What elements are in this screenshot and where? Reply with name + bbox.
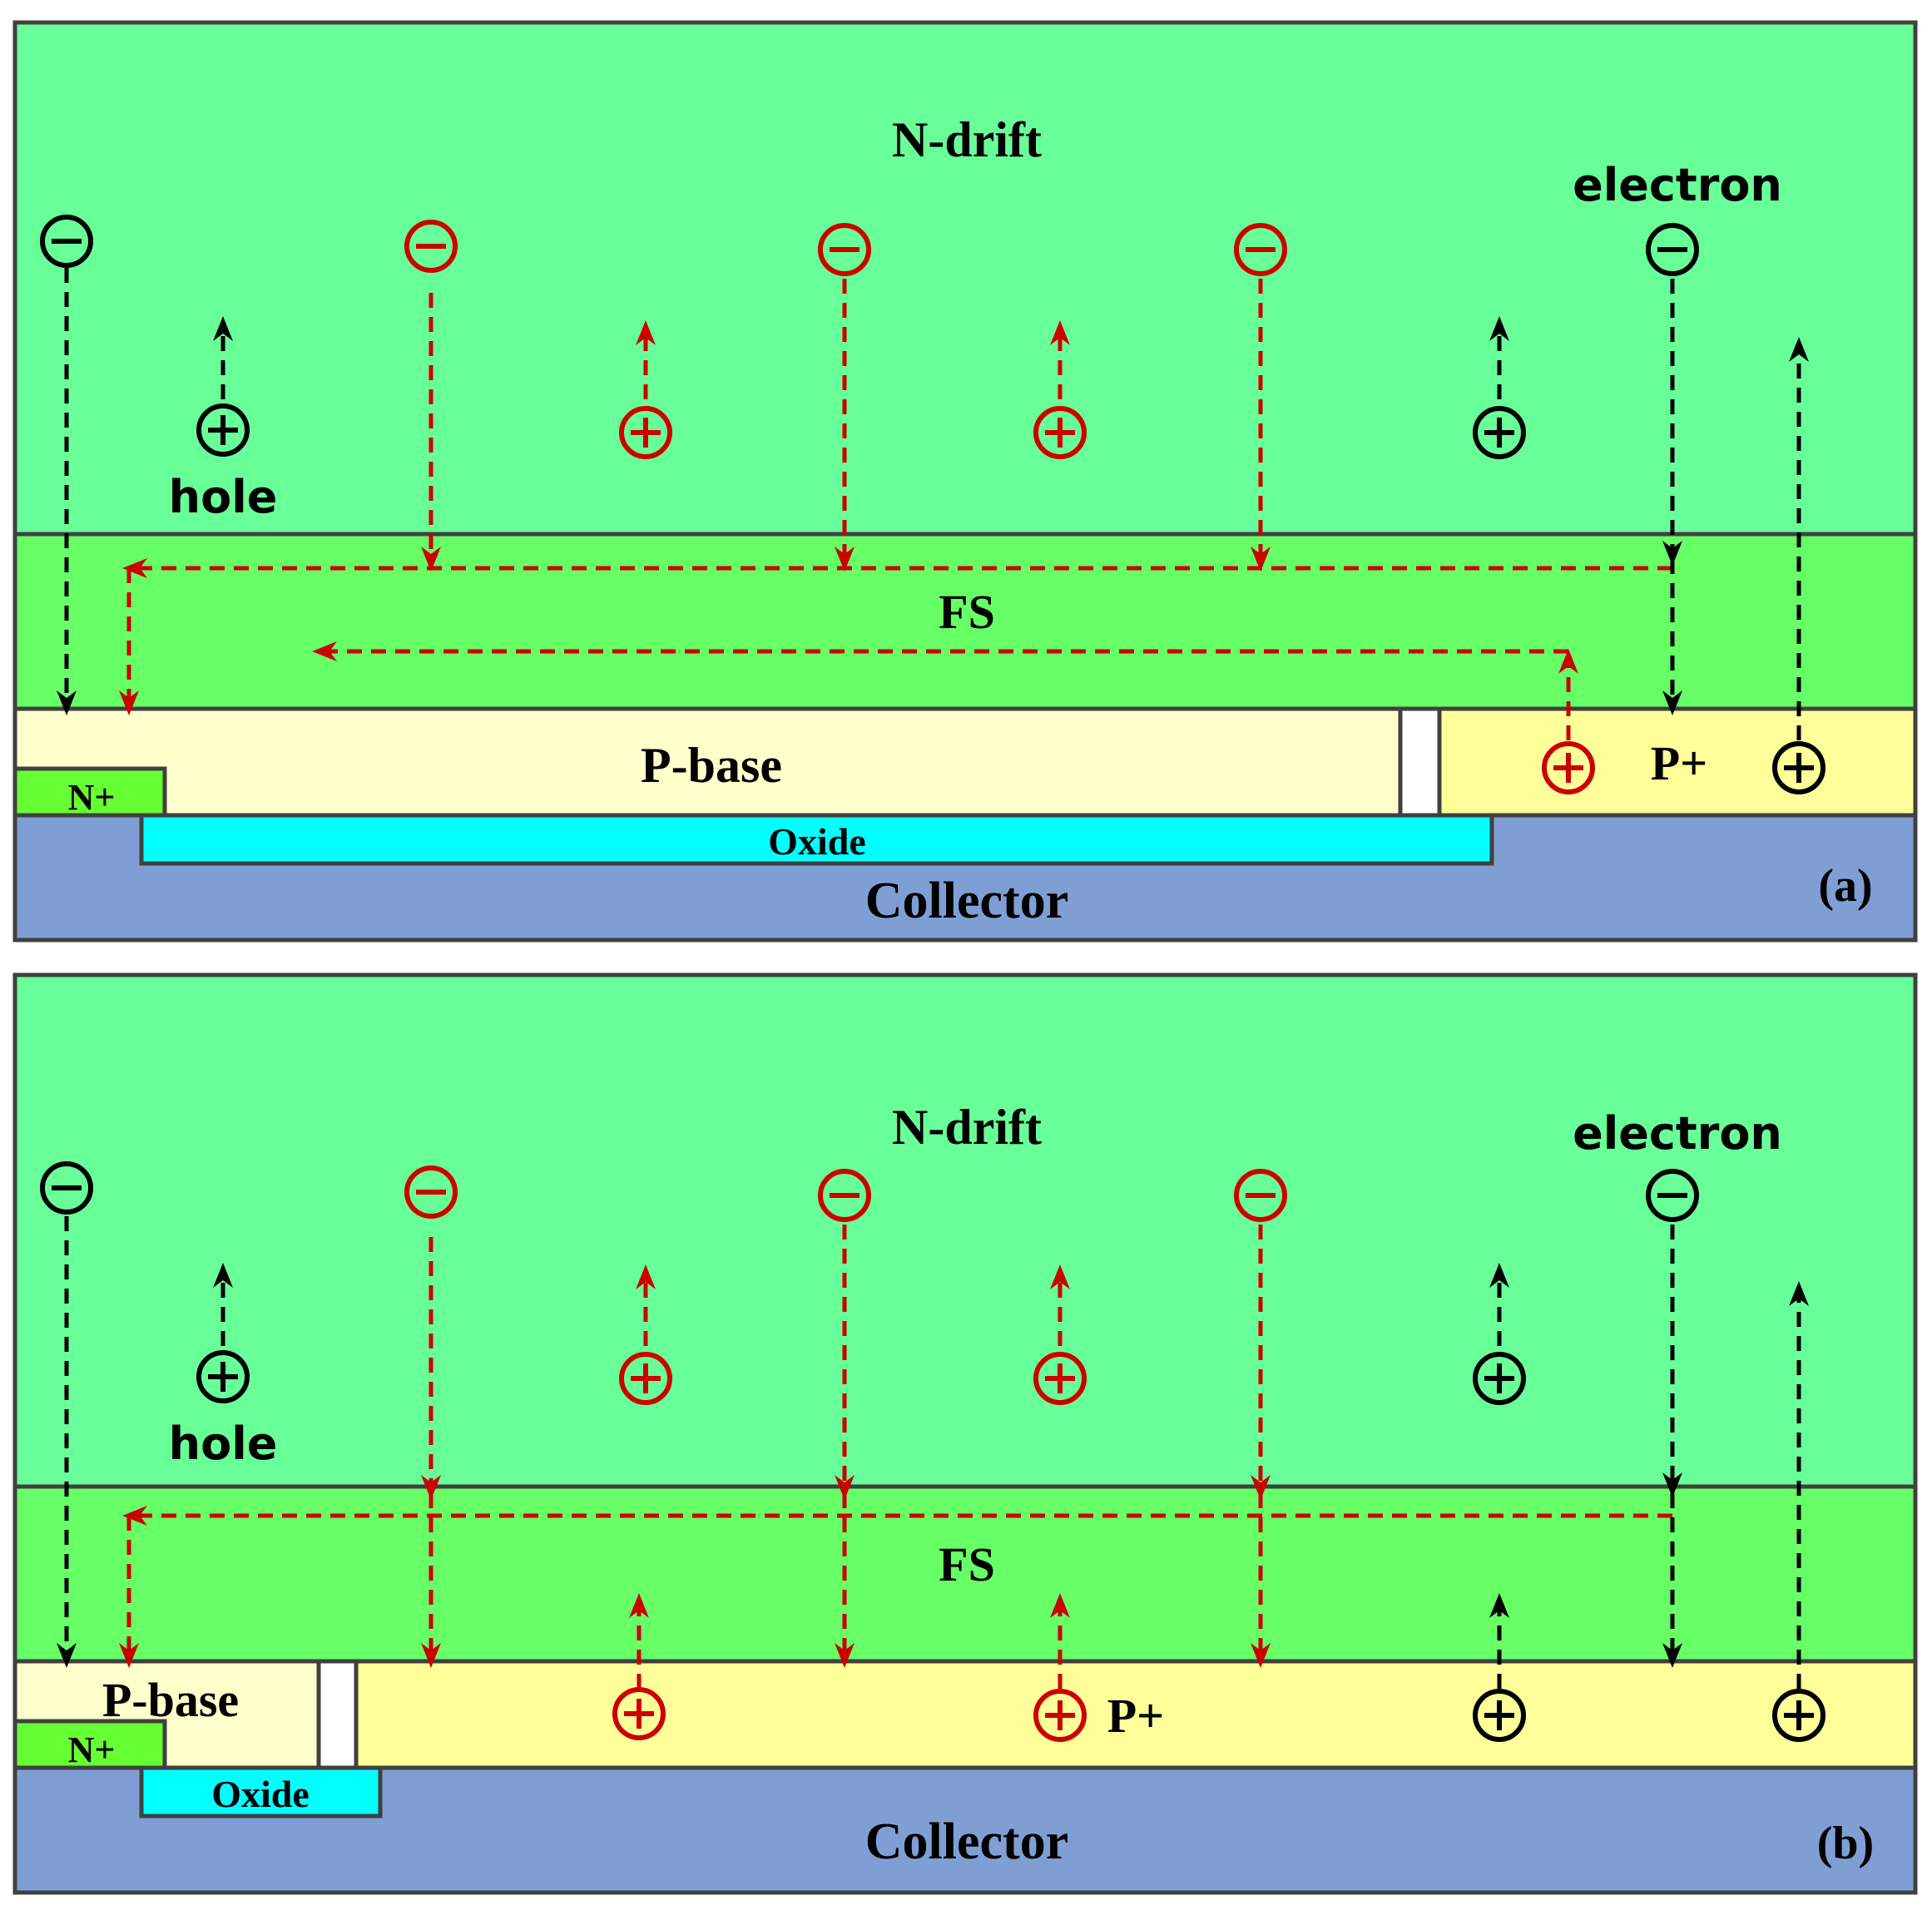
hole-plus-icon — [1772, 741, 1825, 794]
hole-label: hole — [169, 1418, 278, 1470]
hole-plus-icon — [1473, 406, 1526, 459]
electron-minus-icon — [818, 223, 871, 276]
electron-minus-icon — [818, 1169, 871, 1222]
panel-a-tag: (a) — [1818, 860, 1872, 912]
n-plus-label: N+ — [68, 1729, 116, 1770]
electron-minus-icon — [1234, 223, 1287, 276]
hole-plus-icon — [619, 406, 672, 459]
hole-plus-icon — [1033, 1352, 1087, 1405]
hole-plus-icon — [196, 1350, 250, 1403]
p-base-label: P-base — [102, 1673, 239, 1727]
hole-plus-icon — [619, 1352, 672, 1405]
p-plus-label: P+ — [1651, 736, 1707, 790]
fs-label: FS — [939, 1537, 995, 1591]
electron-minus-icon — [40, 215, 93, 268]
n-drift-region — [12, 972, 1918, 1489]
oxide-label: Oxide — [211, 1773, 310, 1815]
electron-label: electron — [1573, 159, 1782, 211]
n-plus-region — [12, 1719, 167, 1770]
n-drift-label: N-drift — [892, 112, 1042, 167]
carrier-paths-a — [57, 268, 1809, 740]
electron-minus-icon — [40, 1161, 93, 1215]
hole-plus-icon — [1772, 1689, 1825, 1742]
hole-plus-icon — [612, 1687, 666, 1740]
p-base-label: P-base — [641, 738, 782, 793]
p-base-region — [12, 706, 1403, 818]
hole-plus-icon — [1033, 406, 1087, 459]
n-drift-region — [12, 20, 1918, 537]
electron-minus-icon — [1646, 223, 1699, 276]
fs-label: FS — [939, 585, 995, 639]
hole-plus-icon — [1473, 1352, 1526, 1405]
n-plus-region — [12, 766, 167, 818]
panel-b-tag: (b) — [1817, 1818, 1874, 1869]
oxide-region — [139, 813, 1494, 866]
panel-a: N-drift FS P-base P+ N+ Oxide Collector … — [12, 20, 1918, 943]
electron-label: electron — [1573, 1107, 1782, 1160]
hole-plus-icon — [196, 403, 250, 457]
n-plus-label: N+ — [68, 777, 116, 818]
hole-plus-icon — [1033, 1689, 1087, 1742]
fs-region — [12, 532, 1918, 711]
p-plus-label: P+ — [1107, 1689, 1164, 1743]
p-plus-region — [1437, 706, 1918, 818]
hole-plus-icon — [1542, 741, 1595, 794]
hole-label: hole — [169, 471, 278, 523]
collector-label: Collector — [865, 873, 1068, 929]
hole-plus-icon — [1473, 1689, 1526, 1742]
carrier-paths-b — [57, 1216, 1809, 1689]
collector-label: Collector — [865, 1814, 1068, 1870]
n-drift-label: N-drift — [892, 1100, 1042, 1155]
panel-b: N-drift FS P-base P+ N+ Oxide Collector … — [12, 972, 1918, 1895]
oxide-region — [139, 1765, 383, 1819]
electron-minus-icon — [404, 1165, 458, 1219]
electron-minus-icon — [1646, 1169, 1699, 1222]
carriers-b — [40, 1161, 1825, 1742]
carriers-a — [40, 215, 1825, 794]
oxide-label: Oxide — [768, 820, 866, 863]
electron-minus-icon — [1234, 1169, 1287, 1222]
electron-minus-icon — [404, 220, 458, 273]
